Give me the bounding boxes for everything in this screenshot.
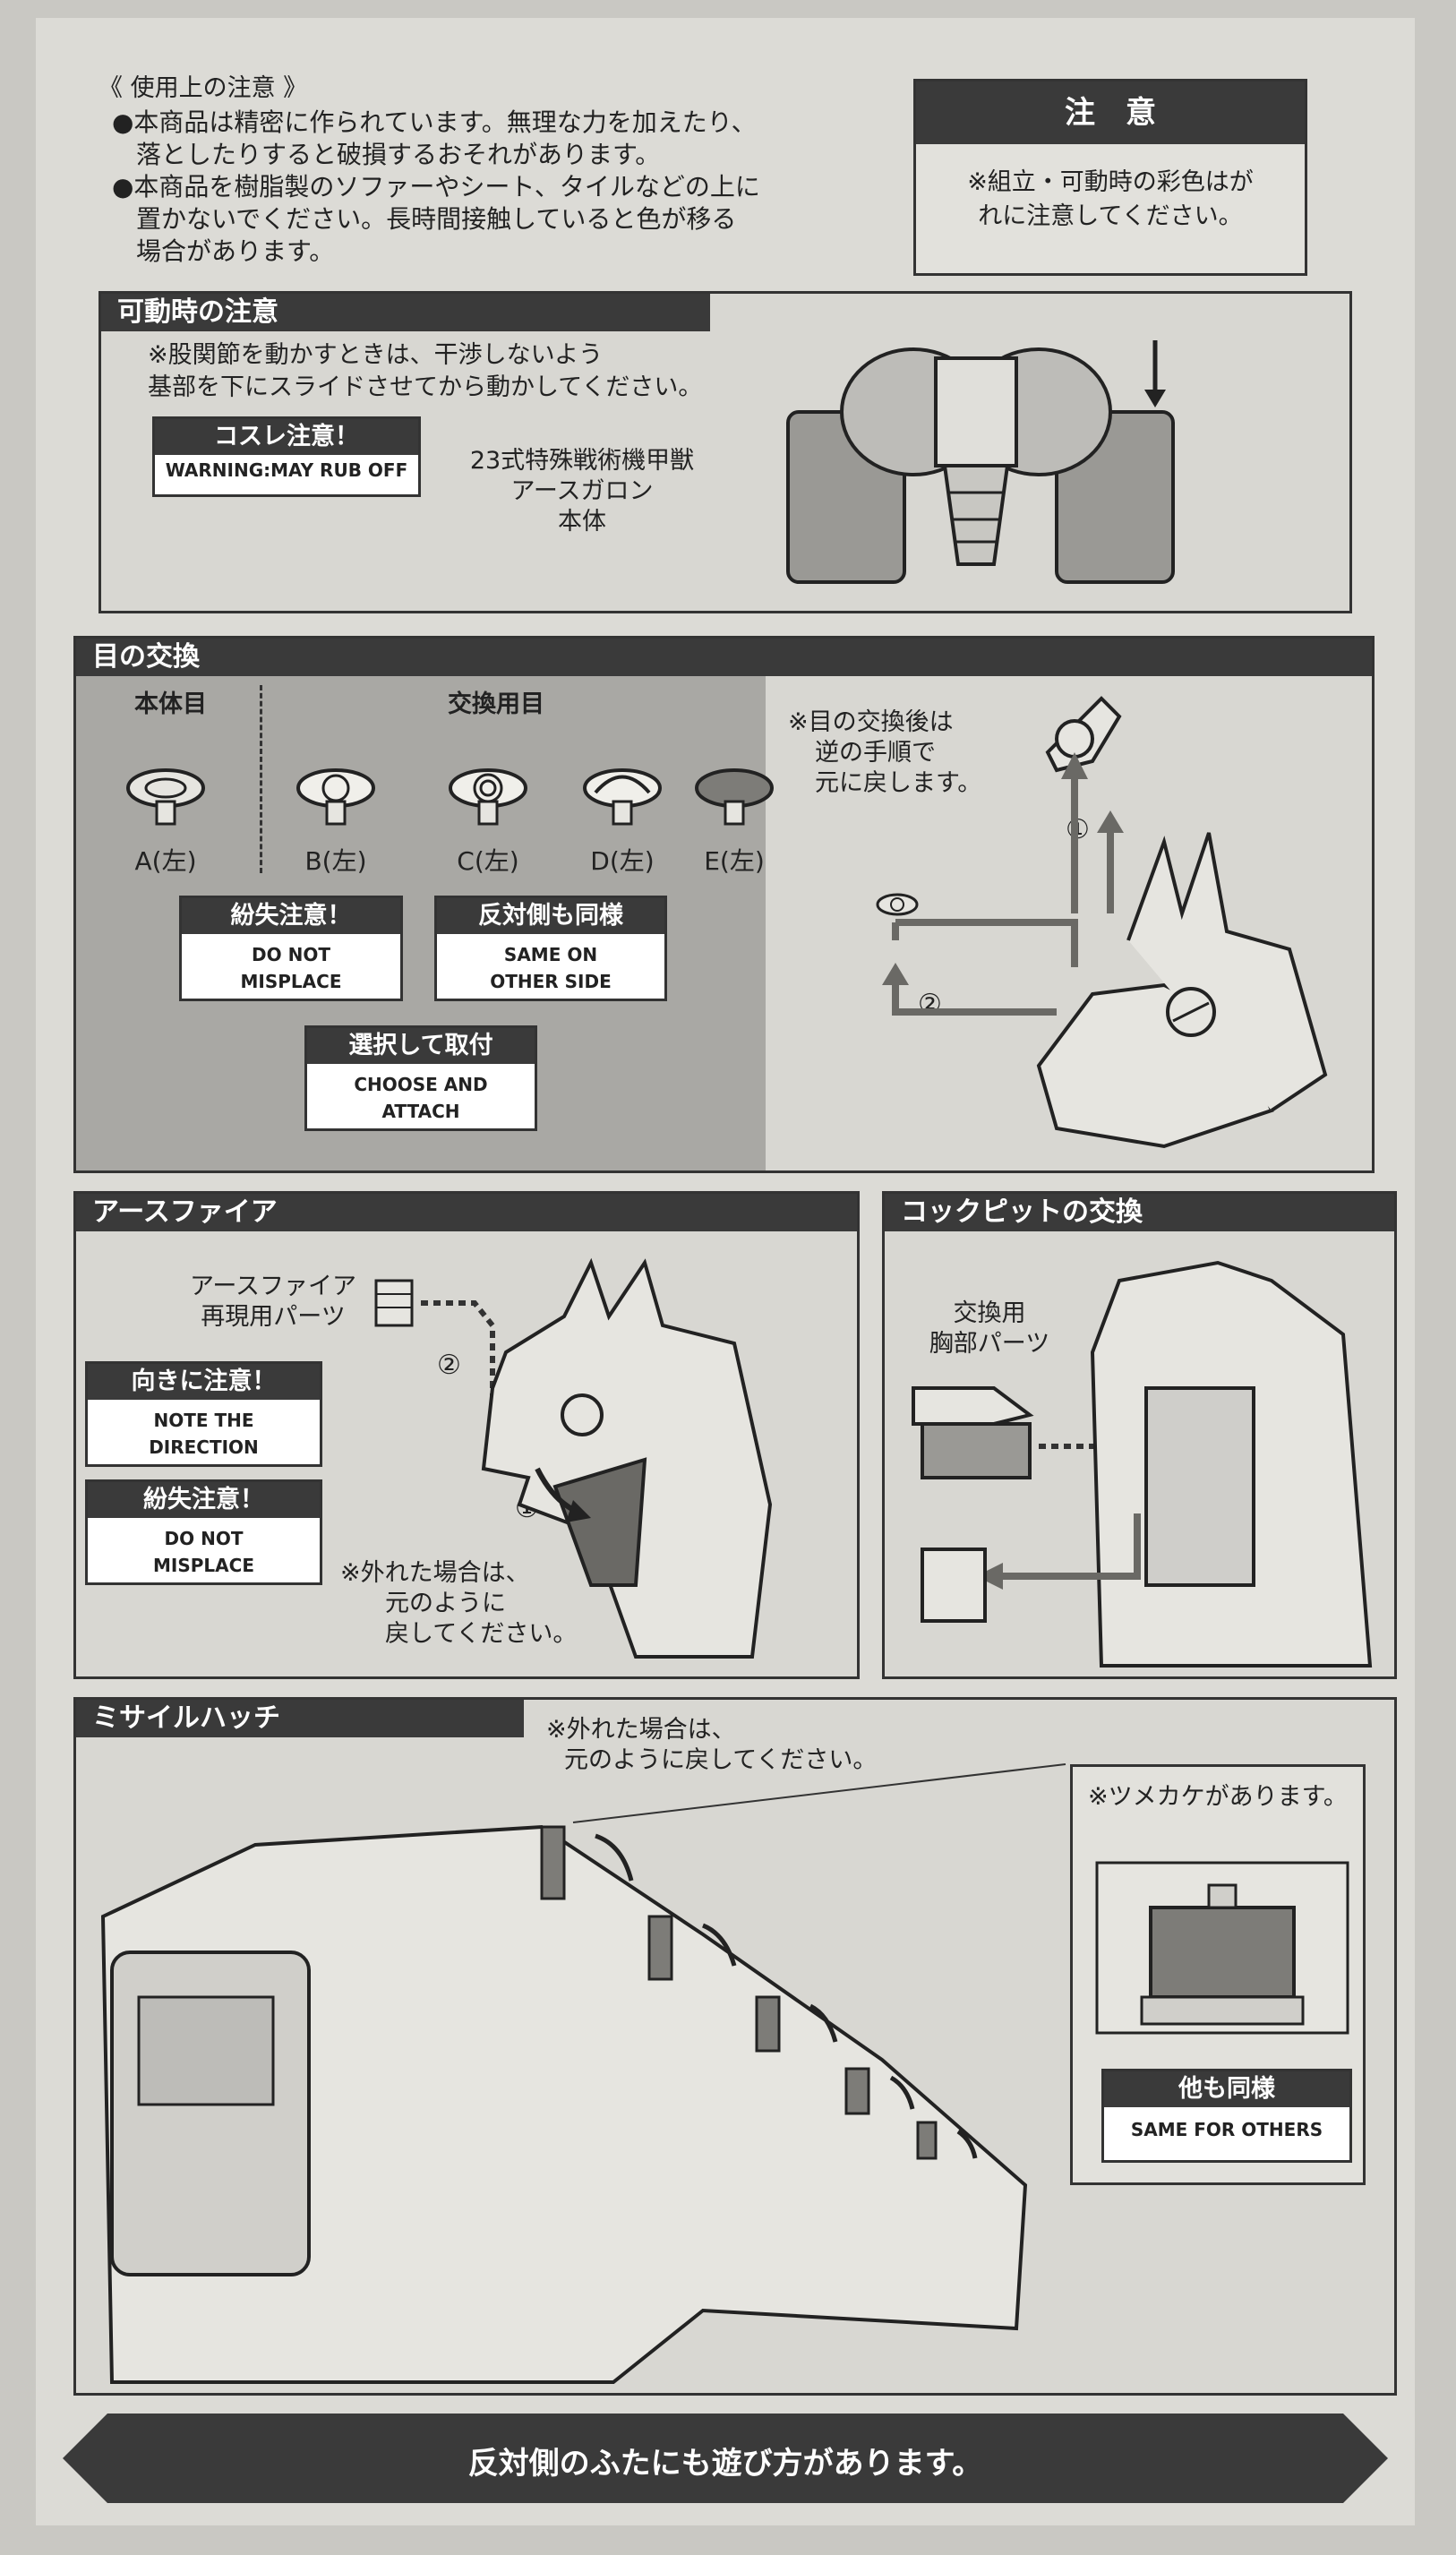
earthfire-note: 元のように bbox=[385, 1590, 506, 1617]
usage-line: 場合があります。 bbox=[136, 236, 335, 266]
caution-line: れに注意してください。 bbox=[978, 202, 1243, 230]
earthfire-part-label: アースファイア bbox=[189, 1273, 357, 1300]
misplace-warning-2-jp: 紛失注意！ bbox=[88, 1482, 320, 1518]
cockpit-header: コックピットの交換 bbox=[885, 1194, 1394, 1231]
caution-line: ※組立・可動時の彩色はが bbox=[967, 168, 1254, 196]
model-name: アースガロン bbox=[510, 477, 654, 505]
eye-swap-illustration bbox=[876, 696, 1328, 1149]
caution-title: 注 意 bbox=[916, 81, 1305, 144]
model-name: 23式特殊戦術機甲獣 bbox=[469, 447, 695, 475]
choose-attach-warning-en: CHOOSE AND bbox=[354, 1074, 488, 1095]
cockpit-part-label: 胸部パーツ bbox=[929, 1330, 1050, 1358]
other-side-warning-en: SAME ON bbox=[503, 944, 598, 965]
misplace-warning-2: 紛失注意！ DO NOT MISPLACE bbox=[85, 1479, 322, 1585]
eye-e-label: E(左) bbox=[704, 846, 765, 876]
same-for-others-warning: 他も同様 SAME FOR OTHERS bbox=[1101, 2069, 1352, 2163]
other-side-warning-jp: 反対側も同様 bbox=[437, 898, 664, 934]
movable-note: ※股関節を動かすときは、干渉しないよう bbox=[148, 341, 604, 369]
earthfire-part-label: 再現用パーツ bbox=[201, 1303, 346, 1331]
eye-header: 目の交換 bbox=[76, 639, 1372, 676]
hatch-detail-note: ※ツメカケがあります。 bbox=[1088, 1783, 1348, 1811]
misplace-warning: 紛失注意！ DO NOT MISPLACE bbox=[179, 896, 403, 1001]
missile-callout-line bbox=[572, 1763, 1066, 1823]
eye-e-icon bbox=[695, 768, 774, 826]
earthfire-note: ※外れた場合は、 bbox=[340, 1559, 530, 1587]
footer-banner-shape bbox=[63, 2414, 1388, 2503]
misplace-warning-en: DO NOT bbox=[252, 944, 330, 965]
direction-warning: 向きに注意！ NOTE THE DIRECTION bbox=[85, 1361, 322, 1467]
earthfire-step-2: ② bbox=[437, 1350, 461, 1381]
cockpit-part-label: 交換用 bbox=[953, 1299, 1026, 1327]
same-for-others-jp: 他も同様 bbox=[1104, 2071, 1349, 2107]
other-side-warning-en: OTHER SIDE bbox=[490, 971, 612, 992]
direction-warning-en: DIRECTION bbox=[149, 1436, 259, 1458]
eye-b-label: B(左) bbox=[304, 846, 367, 876]
missile-hatch-illustration bbox=[100, 1824, 1028, 2384]
eye-c-label: C(左) bbox=[457, 846, 519, 876]
model-name: 本体 bbox=[558, 508, 606, 536]
misplace-warning-2-en: DO NOT bbox=[164, 1528, 244, 1549]
movable-header: 可動時の注意 bbox=[101, 294, 710, 331]
swap-eye-label: 交換用目 bbox=[448, 690, 544, 718]
usage-line: ●本商品を樹脂製のソファーやシート、タイルなどの上に bbox=[112, 172, 760, 201]
eye-d-label: D(左) bbox=[590, 846, 655, 876]
usage-line: ●本商品は精密に作られています。無理な力を加えたり、 bbox=[112, 107, 757, 137]
caution-box: 注 意 ※組立・可動時の彩色はが れに注意してください。 bbox=[913, 79, 1307, 276]
hatch-detail-illustration bbox=[1095, 1861, 1349, 2035]
eye-parts-row bbox=[126, 768, 774, 826]
misplace-warning-2-en: MISPLACE bbox=[153, 1555, 254, 1576]
body-eye-label: 本体目 bbox=[134, 690, 207, 718]
choose-attach-warning: 選択して取付 CHOOSE AND ATTACH bbox=[304, 1025, 537, 1131]
direction-warning-en: NOTE THE bbox=[153, 1410, 254, 1431]
rub-warning-jp: コスレ注意！ bbox=[155, 419, 418, 455]
usage-line: 落としたりすると破損するおそれがあります。 bbox=[136, 140, 661, 169]
usage-line: 置かないでください。長時間接触していると色が移る bbox=[136, 204, 737, 234]
eye-b-icon bbox=[296, 768, 375, 826]
hip-joint-illustration bbox=[786, 340, 1175, 584]
footer-text: 反対側のふたにも遊び方があります。 bbox=[467, 2446, 983, 2482]
missile-note: 元のように戻してください。 bbox=[564, 1746, 878, 1774]
eye-swap-note: ※目の交換後は bbox=[788, 708, 954, 736]
earthfire-header: アースファイア bbox=[76, 1194, 857, 1231]
eye-part-icon bbox=[876, 893, 919, 916]
choose-attach-warning-jp: 選択して取付 bbox=[307, 1028, 535, 1064]
usage-title: 《 使用上の注意 》 bbox=[98, 74, 308, 102]
movable-note: 基部を下にスライドさせてから動かしてください。 bbox=[148, 373, 703, 401]
earthfire-note: 戻してください。 bbox=[385, 1620, 578, 1648]
instruction-sheet: 《 使用上の注意 》 ●本商品は精密に作られています。無理な力を加えたり、 落と… bbox=[36, 18, 1415, 2525]
eye-swap-note: 元に戻します。 bbox=[815, 769, 982, 797]
misplace-warning-en: MISPLACE bbox=[240, 971, 342, 992]
other-side-warning: 反対側も同様 SAME ON OTHER SIDE bbox=[434, 896, 667, 1001]
eye-c-icon bbox=[449, 768, 527, 826]
direction-warning-jp: 向きに注意！ bbox=[88, 1364, 320, 1400]
eye-a-label: A(左) bbox=[134, 846, 197, 876]
earthfire-illustration bbox=[374, 1257, 773, 1659]
eye-divider bbox=[260, 685, 262, 873]
choose-attach-warning-en: ATTACH bbox=[381, 1101, 460, 1122]
missile-header: ミサイルハッチ bbox=[76, 1700, 524, 1737]
rub-warning-en: WARNING:MAY RUB OFF bbox=[165, 459, 408, 481]
same-for-others-en: SAME FOR OTHERS bbox=[1130, 2119, 1323, 2140]
eye-a-icon bbox=[126, 768, 205, 826]
cockpit-illustration bbox=[912, 1260, 1373, 1668]
rub-warning: コスレ注意！ WARNING:MAY RUB OFF bbox=[152, 416, 421, 497]
eye-d-icon bbox=[583, 768, 662, 826]
eye-swap-note: 逆の手順で bbox=[815, 739, 936, 767]
misplace-warning-jp: 紛失注意！ bbox=[182, 898, 400, 934]
missile-note: ※外れた場合は、 bbox=[546, 1716, 736, 1744]
